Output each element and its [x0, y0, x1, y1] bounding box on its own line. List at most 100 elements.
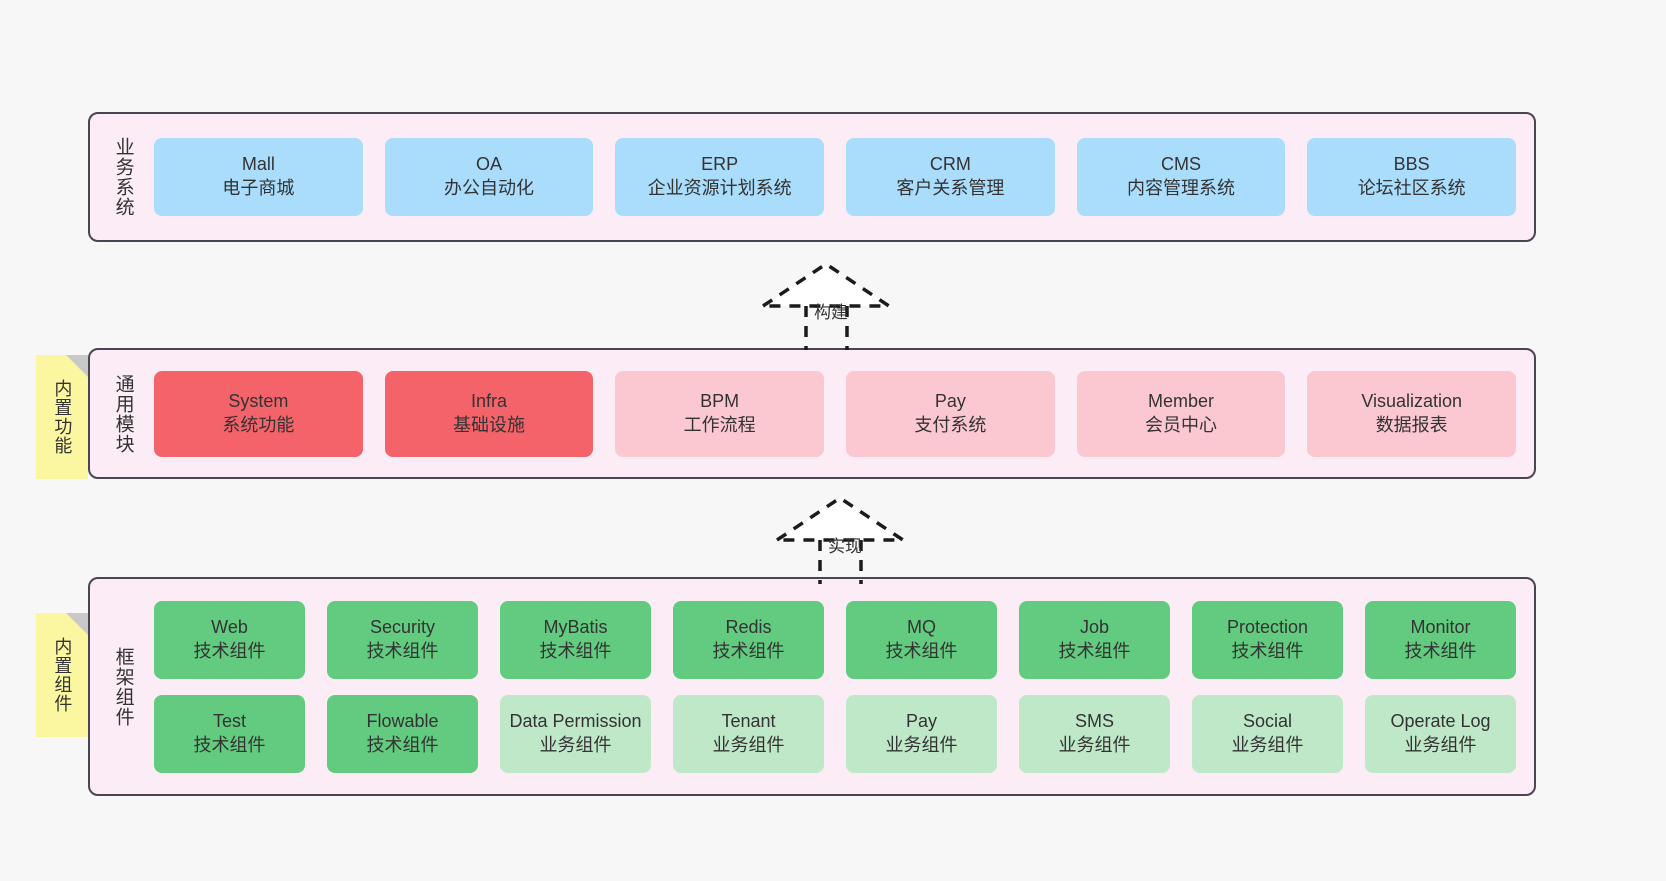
card-title: BPM: [700, 390, 740, 411]
note-builtin-components-label: 内置组件: [52, 637, 73, 713]
card-title: Member: [1148, 390, 1215, 411]
card-crm[interactable]: CRM 客户关系管理: [846, 138, 1055, 216]
card-job[interactable]: Job 技术组件: [1019, 600, 1170, 679]
card-sms[interactable]: SMS 业务组件: [1019, 694, 1170, 773]
card-title: Pay: [934, 390, 966, 411]
card-security[interactable]: Security 技术组件: [327, 600, 478, 679]
card-subtitle: 数据报表: [1375, 414, 1448, 435]
card-redis[interactable]: Redis 技术组件: [673, 600, 824, 679]
card-subtitle: 技术组件: [1058, 640, 1131, 661]
card-subtitle: 技术组件: [193, 640, 266, 661]
layer-framework-components: 框架组件 Web 技术组件 Security 技术组件 MyBatis 技术组件…: [88, 577, 1536, 796]
card-infra[interactable]: Infra 基础设施: [384, 370, 594, 457]
card-oa[interactable]: OA 办公自动化: [384, 138, 594, 216]
card-subtitle: 业务组件: [712, 734, 785, 755]
card-title: Data Permission: [509, 710, 642, 731]
card-title: SMS: [1074, 710, 1114, 731]
note-builtin-features: 内置功能: [36, 355, 88, 479]
card-subtitle: 技术组件: [539, 640, 612, 661]
card-social[interactable]: Social 业务组件: [1192, 694, 1343, 773]
card-title: Operate Log: [1390, 710, 1491, 731]
connector-implement: 实现: [772, 492, 918, 584]
card-title: Tenant: [721, 710, 776, 731]
card-subtitle: 业务组件: [885, 734, 958, 755]
module-card-row: System 系统功能 Infra 基础设施 BPM 工作流程 Pay 支付系统…: [154, 370, 1517, 457]
framework-business-row: Test 技术组件 Flowable 技术组件 Data Permission …: [154, 694, 1516, 773]
card-subtitle: 企业资源计划系统: [647, 178, 792, 198]
card-erp[interactable]: ERP 企业资源计划系统: [615, 138, 825, 216]
layer-framework-components-body: Web 技术组件 Security 技术组件 MyBatis 技术组件 Redi…: [146, 579, 1534, 794]
card-title: Infra: [470, 390, 508, 411]
card-subtitle: 技术组件: [1231, 640, 1304, 661]
card-title: Visualization: [1361, 390, 1463, 411]
card-bbs[interactable]: BBS 论坛社区系统: [1307, 138, 1517, 216]
card-pay-module[interactable]: Pay 支付系统: [846, 370, 1055, 457]
card-subtitle: 业务组件: [1058, 734, 1131, 755]
layer-business-systems-label: 业务系统: [112, 137, 134, 217]
card-title: Flowable: [366, 710, 439, 731]
card-flowable[interactable]: Flowable 技术组件: [327, 694, 478, 773]
card-pay-component[interactable]: Pay 业务组件: [846, 694, 997, 773]
card-subtitle: 论坛社区系统: [1357, 178, 1466, 198]
card-subtitle: 工作流程: [683, 414, 756, 435]
card-data-permission[interactable]: Data Permission 业务组件: [500, 694, 651, 773]
card-subtitle: 技术组件: [366, 640, 439, 661]
card-title: System: [228, 390, 289, 411]
note-builtin-features-label: 内置功能: [52, 379, 73, 455]
layer-business-systems: 业务系统 Mall 电子商城 OA 办公自动化 ERP 企业资源计划系统 CRM: [88, 112, 1536, 242]
card-subtitle: 电子商城: [222, 178, 295, 198]
layer-business-systems-body: Mall 电子商城 OA 办公自动化 ERP 企业资源计划系统 CRM 客户关系…: [146, 114, 1534, 240]
card-monitor[interactable]: Monitor 技术组件: [1365, 600, 1516, 679]
card-subtitle: 办公自动化: [444, 178, 534, 198]
card-title: Web: [211, 616, 248, 637]
layer-common-modules-body: System 系统功能 Infra 基础设施 BPM 工作流程 Pay 支付系统…: [146, 350, 1534, 477]
card-subtitle: 业务组件: [1231, 734, 1304, 755]
card-cms[interactable]: CMS 内容管理系统: [1076, 138, 1286, 216]
card-subtitle: 技术组件: [712, 640, 785, 661]
card-title: ERP: [701, 154, 739, 175]
card-mq[interactable]: MQ 技术组件: [846, 600, 997, 679]
connector-build: 构建: [758, 258, 904, 350]
card-subtitle: 系统功能: [222, 414, 295, 435]
card-mybatis[interactable]: MyBatis 技术组件: [500, 600, 651, 679]
card-subtitle: 支付系统: [914, 414, 987, 435]
framework-tech-row: Web 技术组件 Security 技术组件 MyBatis 技术组件 Redi…: [154, 600, 1516, 679]
note-builtin-components: 内置组件: [36, 613, 88, 737]
card-title: BBS: [1393, 154, 1430, 175]
card-title: MyBatis: [543, 616, 608, 637]
card-title: Security: [369, 616, 436, 637]
card-subtitle: 技术组件: [885, 640, 958, 661]
card-protection[interactable]: Protection 技术组件: [1192, 600, 1343, 679]
business-card-row: Mall 电子商城 OA 办公自动化 ERP 企业资源计划系统 CRM 客户关系…: [154, 138, 1517, 216]
card-subtitle: 业务组件: [539, 734, 612, 755]
card-title: OA: [476, 154, 503, 175]
card-title: Job: [1079, 616, 1110, 637]
card-bpm[interactable]: BPM 工作流程: [615, 370, 825, 457]
layer-common-modules-label: 通用模块: [112, 373, 134, 454]
card-subtitle: 技术组件: [1404, 640, 1477, 661]
card-subtitle: 内容管理系统: [1127, 178, 1236, 198]
card-member[interactable]: Member 会员中心: [1076, 370, 1286, 457]
card-title: Test: [212, 710, 246, 731]
card-subtitle: 基础设施: [453, 414, 525, 435]
card-subtitle: 客户关系管理: [896, 178, 1005, 198]
card-title: Protection: [1226, 616, 1309, 637]
card-subtitle: 技术组件: [193, 734, 266, 755]
card-operate-log[interactable]: Operate Log 业务组件: [1365, 694, 1516, 773]
card-mall[interactable]: Mall 电子商城: [154, 138, 363, 216]
layer-framework-components-label: 框架组件: [112, 646, 134, 727]
card-system[interactable]: System 系统功能: [154, 370, 363, 457]
card-tenant[interactable]: Tenant 业务组件: [673, 694, 824, 773]
card-subtitle: 技术组件: [366, 734, 439, 755]
card-visualization[interactable]: Visualization 数据报表: [1307, 370, 1517, 457]
card-title: CMS: [1161, 154, 1202, 175]
card-test[interactable]: Test 技术组件: [154, 694, 305, 773]
card-title: Redis: [725, 616, 772, 637]
card-title: Monitor: [1410, 616, 1471, 637]
card-title: Mall: [241, 154, 275, 175]
card-web[interactable]: Web 技术组件: [154, 600, 305, 679]
card-subtitle: 会员中心: [1145, 414, 1218, 435]
card-subtitle: 业务组件: [1404, 734, 1477, 755]
connector-implement-arrow-icon: [772, 495, 909, 584]
